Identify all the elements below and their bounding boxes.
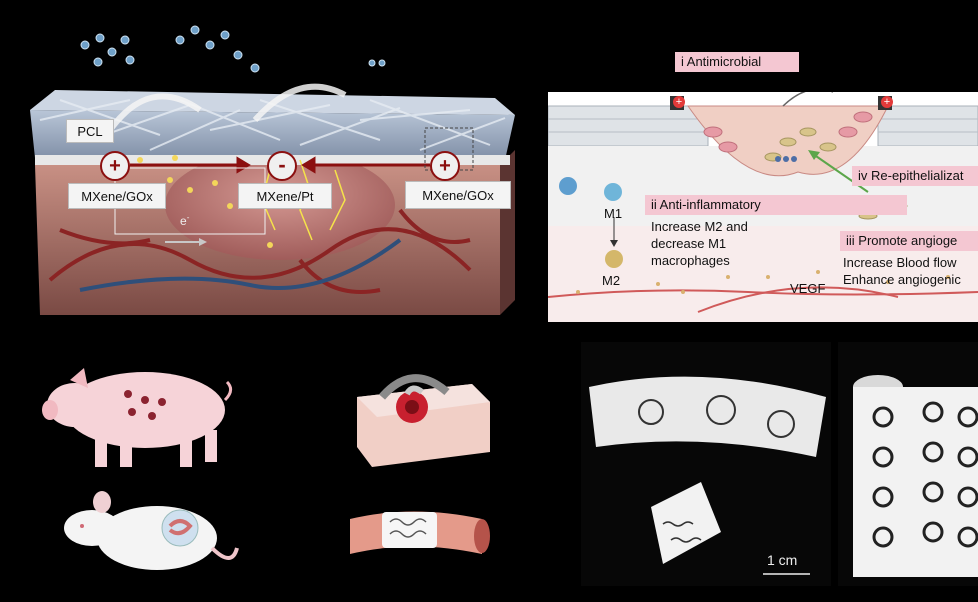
pcl-label: PCL [66,119,114,143]
positive-electrode-left-icon: + [100,151,130,181]
right-electrode-label: MXene/GOx [405,181,511,209]
anti-inflammatory-line-2: decrease M1 [651,236,727,251]
dressing-roll-photo [838,342,978,586]
antimicrobial-heading: i Antimicrobial [675,52,799,72]
angiogenesis-heading: iii Promote angioge [840,231,978,251]
intestine-model-illustration [342,494,492,564]
mechanism-panel: + + M1 M2 ii Anti-inflammatory Increase … [548,92,978,322]
wound-model-illustration [352,362,492,472]
anti-inflammatory-line-3: macrophages [651,253,730,268]
negative-electrode-icon: - [267,151,297,181]
dressing-photo: 1 cm [581,342,831,586]
rat-model-illustration [62,488,242,583]
positive-electrode-right-icon: + [430,151,460,181]
electron-label: e- [180,213,190,228]
scale-bar-label: 1 cm [767,552,798,568]
plus-marker-left: + [673,96,685,108]
re-epithelialization-heading: iv Re-epithelializat [852,166,978,186]
vegf-label: VEGF [790,281,826,296]
anti-inflammatory-line-1: Increase M2 and [651,219,748,234]
angiogenesis-line-1: Increase Blood flow [843,255,957,270]
m1-label: M1 [604,206,623,221]
anti-inflammatory-heading: ii Anti-inflammatory [645,195,907,215]
center-electrode-label: MXene/Pt [238,183,332,209]
plus-marker-right: + [881,96,893,108]
m2-label: M2 [602,273,621,288]
wound-section-panel: + - + PCL MXene/GOx MXene/Pt MXene/GOx e… [0,0,540,330]
pig-model-illustration [40,360,235,475]
angiogenesis-line-2: Enhance angiogenic [843,272,961,287]
left-electrode-label: MXene/GOx [68,183,166,209]
mechanism-illustration [548,92,978,322]
